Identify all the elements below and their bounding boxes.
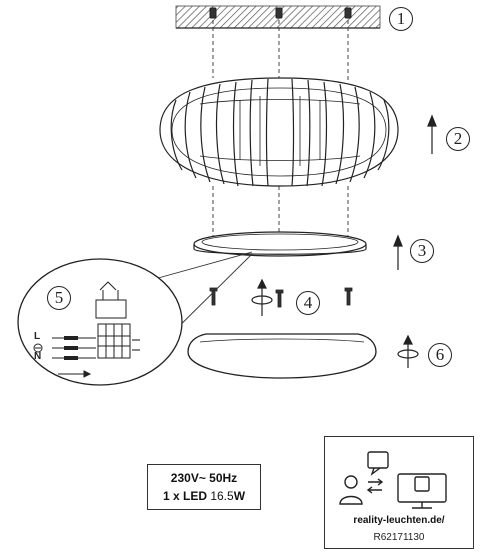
lamp-cage (159, 77, 399, 187)
led-power: 16.5 (210, 489, 234, 503)
wire-label-neutral: N (34, 351, 42, 362)
glass-diffuser (187, 333, 377, 379)
website-url: reality-leuchten.de/ (353, 515, 445, 526)
question-bubble-icon (367, 451, 389, 469)
wire-label-live: L (34, 331, 41, 342)
step-number-4: 4 (296, 290, 320, 315)
step-number-5: 5 (47, 285, 71, 310)
exchange-arrows-icon (368, 478, 384, 486)
rotate-arrow-step-6 (397, 334, 419, 368)
led-unit: W (233, 489, 246, 503)
rotate-arrow-step-4 (251, 278, 273, 316)
support-info-box: reality-leuchten.de/ R62171130 (324, 436, 474, 549)
wiring-detail (17, 251, 253, 386)
step-number-6: 6 (428, 342, 452, 367)
person-icon (344, 475, 358, 489)
arrow-step-2 (427, 114, 437, 154)
step-number-1: 1 (389, 6, 413, 31)
ground-icon (33, 343, 43, 353)
led-prefix: 1 x LED (162, 489, 211, 503)
mounting-guide-lines (212, 20, 349, 236)
led-spec: 1 x LED 16.5W (148, 487, 260, 505)
mounting-ring (193, 231, 367, 257)
power-spec-box: 230V~ 50Hz 1 x LED 16.5W (147, 464, 261, 510)
step-number-2: 2 (446, 126, 470, 151)
arrow-step-3 (393, 234, 403, 270)
ring-screws (209, 287, 353, 308)
ceiling-screws (209, 7, 352, 19)
support-illustration (339, 451, 447, 509)
voltage-spec: 230V~ 50Hz (170, 471, 238, 485)
step-number-3: 3 (410, 238, 434, 263)
product-code: R62171130 (373, 532, 425, 543)
info-icon (414, 476, 430, 492)
